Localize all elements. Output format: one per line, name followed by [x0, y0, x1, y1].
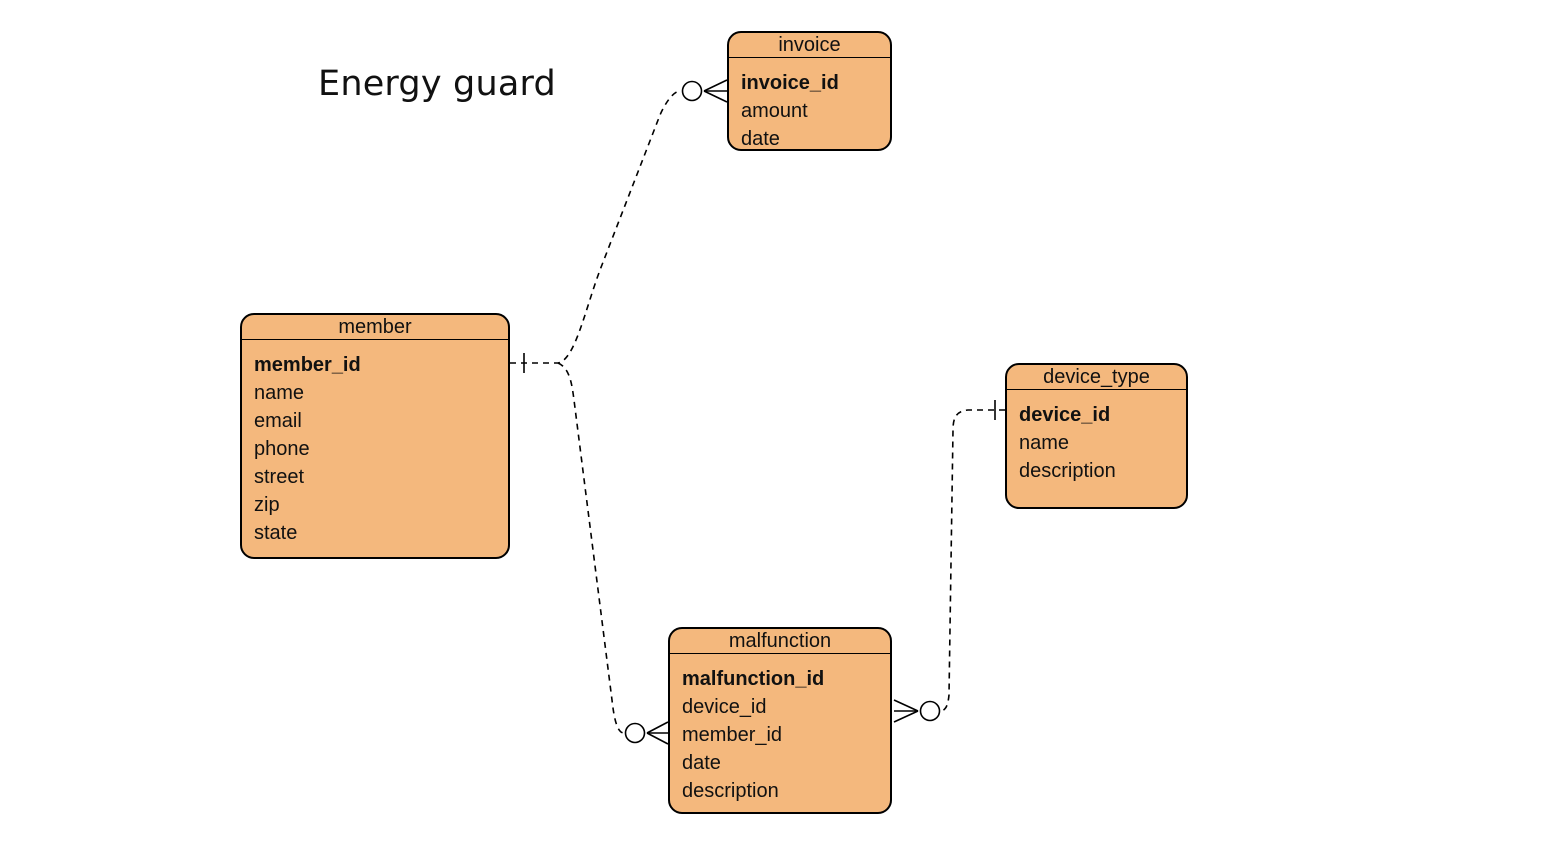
- relationship-member-invoice[interactable]: [510, 79, 728, 373]
- entity-field: description: [682, 780, 779, 802]
- entity-field: state: [254, 522, 298, 544]
- many-marker: [646, 732, 669, 745]
- zero-marker: [681, 80, 703, 102]
- entity-field: date: [682, 752, 721, 774]
- many-marker: [703, 79, 728, 92]
- primary-key-field: device_id: [1019, 404, 1111, 426]
- entity-field: device_id: [682, 696, 767, 718]
- primary-key-field: invoice_id: [741, 72, 839, 94]
- entity-field: name: [254, 382, 305, 404]
- entity-header: invoice: [729, 33, 890, 58]
- entity-field: date: [741, 128, 780, 150]
- many-marker: [646, 721, 669, 734]
- entity-field: email: [254, 410, 302, 432]
- entity-field: phone: [254, 438, 310, 460]
- entity-header: member: [242, 315, 508, 340]
- relationship-member-malfunction[interactable]: [557, 362, 669, 745]
- entity-header: device_type: [1007, 365, 1186, 390]
- many-marker: [703, 90, 728, 103]
- entity-field: zip: [254, 494, 280, 516]
- zero-marker: [919, 700, 941, 722]
- primary-key-field: member_id: [254, 354, 361, 376]
- entity-field: member_id: [682, 724, 783, 746]
- diagram-title: Energy guard: [318, 64, 556, 104]
- many-marker: [893, 710, 919, 723]
- many-marker: [893, 699, 919, 712]
- zero-marker: [624, 722, 646, 744]
- relationship-device_type-malfunction[interactable]: [893, 400, 1005, 723]
- entity-field: amount: [741, 100, 808, 122]
- entity-field: description: [1019, 460, 1116, 482]
- entity-field: street: [254, 466, 305, 488]
- primary-key-field: malfunction_id: [682, 668, 825, 690]
- entity-header: malfunction: [670, 629, 890, 654]
- entity-field: name: [1019, 432, 1070, 454]
